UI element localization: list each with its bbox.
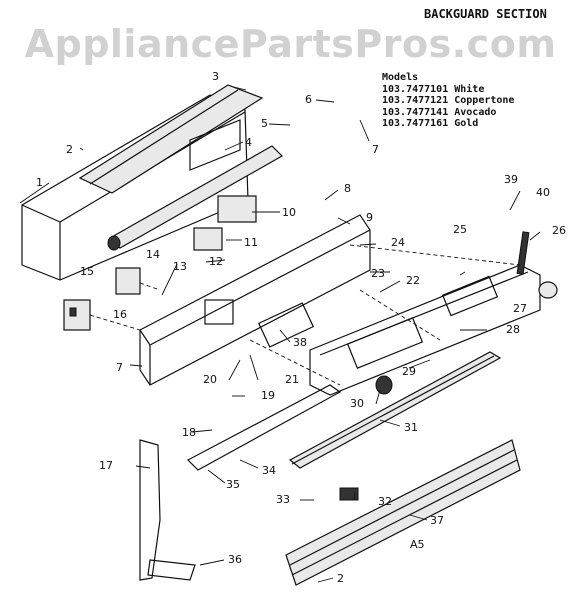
callout-label: 38: [293, 336, 307, 349]
callout-label: 26: [552, 224, 566, 237]
support-bar: [187, 384, 342, 471]
knob: [516, 231, 558, 299]
models-title: Models: [382, 72, 419, 83]
callout-label: 40: [536, 186, 550, 199]
callout-label: 29: [402, 365, 416, 378]
leader-lines: [19, 85, 541, 583]
callout-label: 36: [228, 553, 242, 566]
callout-label: 7: [372, 143, 379, 156]
callout-label: 17: [99, 459, 113, 472]
callout-label: 14: [146, 248, 160, 261]
callout-label: 5: [261, 117, 268, 130]
callout-label: 12: [209, 255, 223, 268]
top-trim: [78, 84, 264, 194]
callout-label: 6: [305, 93, 312, 106]
ballast: [193, 195, 257, 251]
end-cap: [139, 439, 161, 581]
callout-label: 23: [371, 267, 385, 280]
section-title: BACKGUARD SECTION: [424, 7, 547, 21]
model-item: 103.7477161 Gold: [382, 118, 479, 129]
callout-label: 27: [513, 302, 527, 315]
lamp-socket: [375, 375, 393, 395]
callout-label: 22: [406, 274, 420, 287]
end-bracket: [147, 559, 196, 581]
callout-label: 13: [173, 260, 187, 273]
model-item: 103.7477101 White: [382, 83, 485, 95]
callout-label: 34: [262, 464, 276, 477]
callout-label: 18: [182, 426, 196, 439]
callout-label: 3: [212, 70, 219, 83]
callout-label: 2: [337, 572, 344, 585]
callout-label: 31: [404, 421, 418, 434]
control-panel: [139, 214, 371, 386]
lower-channel: [288, 351, 502, 469]
site-watermark: AppliancePartsPros.com: [24, 22, 557, 66]
callout-label: 20: [203, 373, 217, 386]
callout-label: 39: [504, 173, 518, 186]
callout-label: 32: [378, 495, 392, 508]
callout-label: 11: [244, 236, 258, 249]
switch-block: [63, 267, 141, 331]
bracket: [189, 119, 241, 171]
callout-label: 9: [366, 211, 373, 224]
callout-label: 7: [116, 361, 123, 374]
callout-label: 2: [66, 143, 73, 156]
callout-label: 16: [113, 308, 127, 321]
callout-label: 28: [506, 323, 520, 336]
front-trim: [285, 439, 521, 586]
callout-label: 10: [282, 206, 296, 219]
callout-label: 30: [350, 397, 364, 410]
callout-label: 21: [285, 373, 299, 386]
footer-code: A5: [410, 538, 425, 551]
model-item: 103.7477141 Avocado: [382, 106, 497, 118]
callout-label: 33: [276, 493, 290, 506]
model-item: 103.7477121 Coppertone: [382, 95, 515, 106]
callout-labels: 1 2 3 4 5 6 7 8 9 10 11 12 13 14 15 16 7…: [36, 70, 566, 585]
callout-label: 25: [453, 223, 467, 236]
callout-label: 37: [430, 514, 444, 527]
callout-label: 1: [36, 176, 43, 189]
fluorescent-tube: [107, 145, 283, 251]
connector: [339, 487, 359, 501]
callout-label: 8: [344, 182, 351, 195]
callout-label: 4: [245, 136, 252, 149]
callout-label: 35: [226, 478, 240, 491]
callout-label: 15: [80, 265, 94, 278]
callout-label: 19: [261, 389, 275, 402]
callout-label: 24: [391, 236, 405, 249]
